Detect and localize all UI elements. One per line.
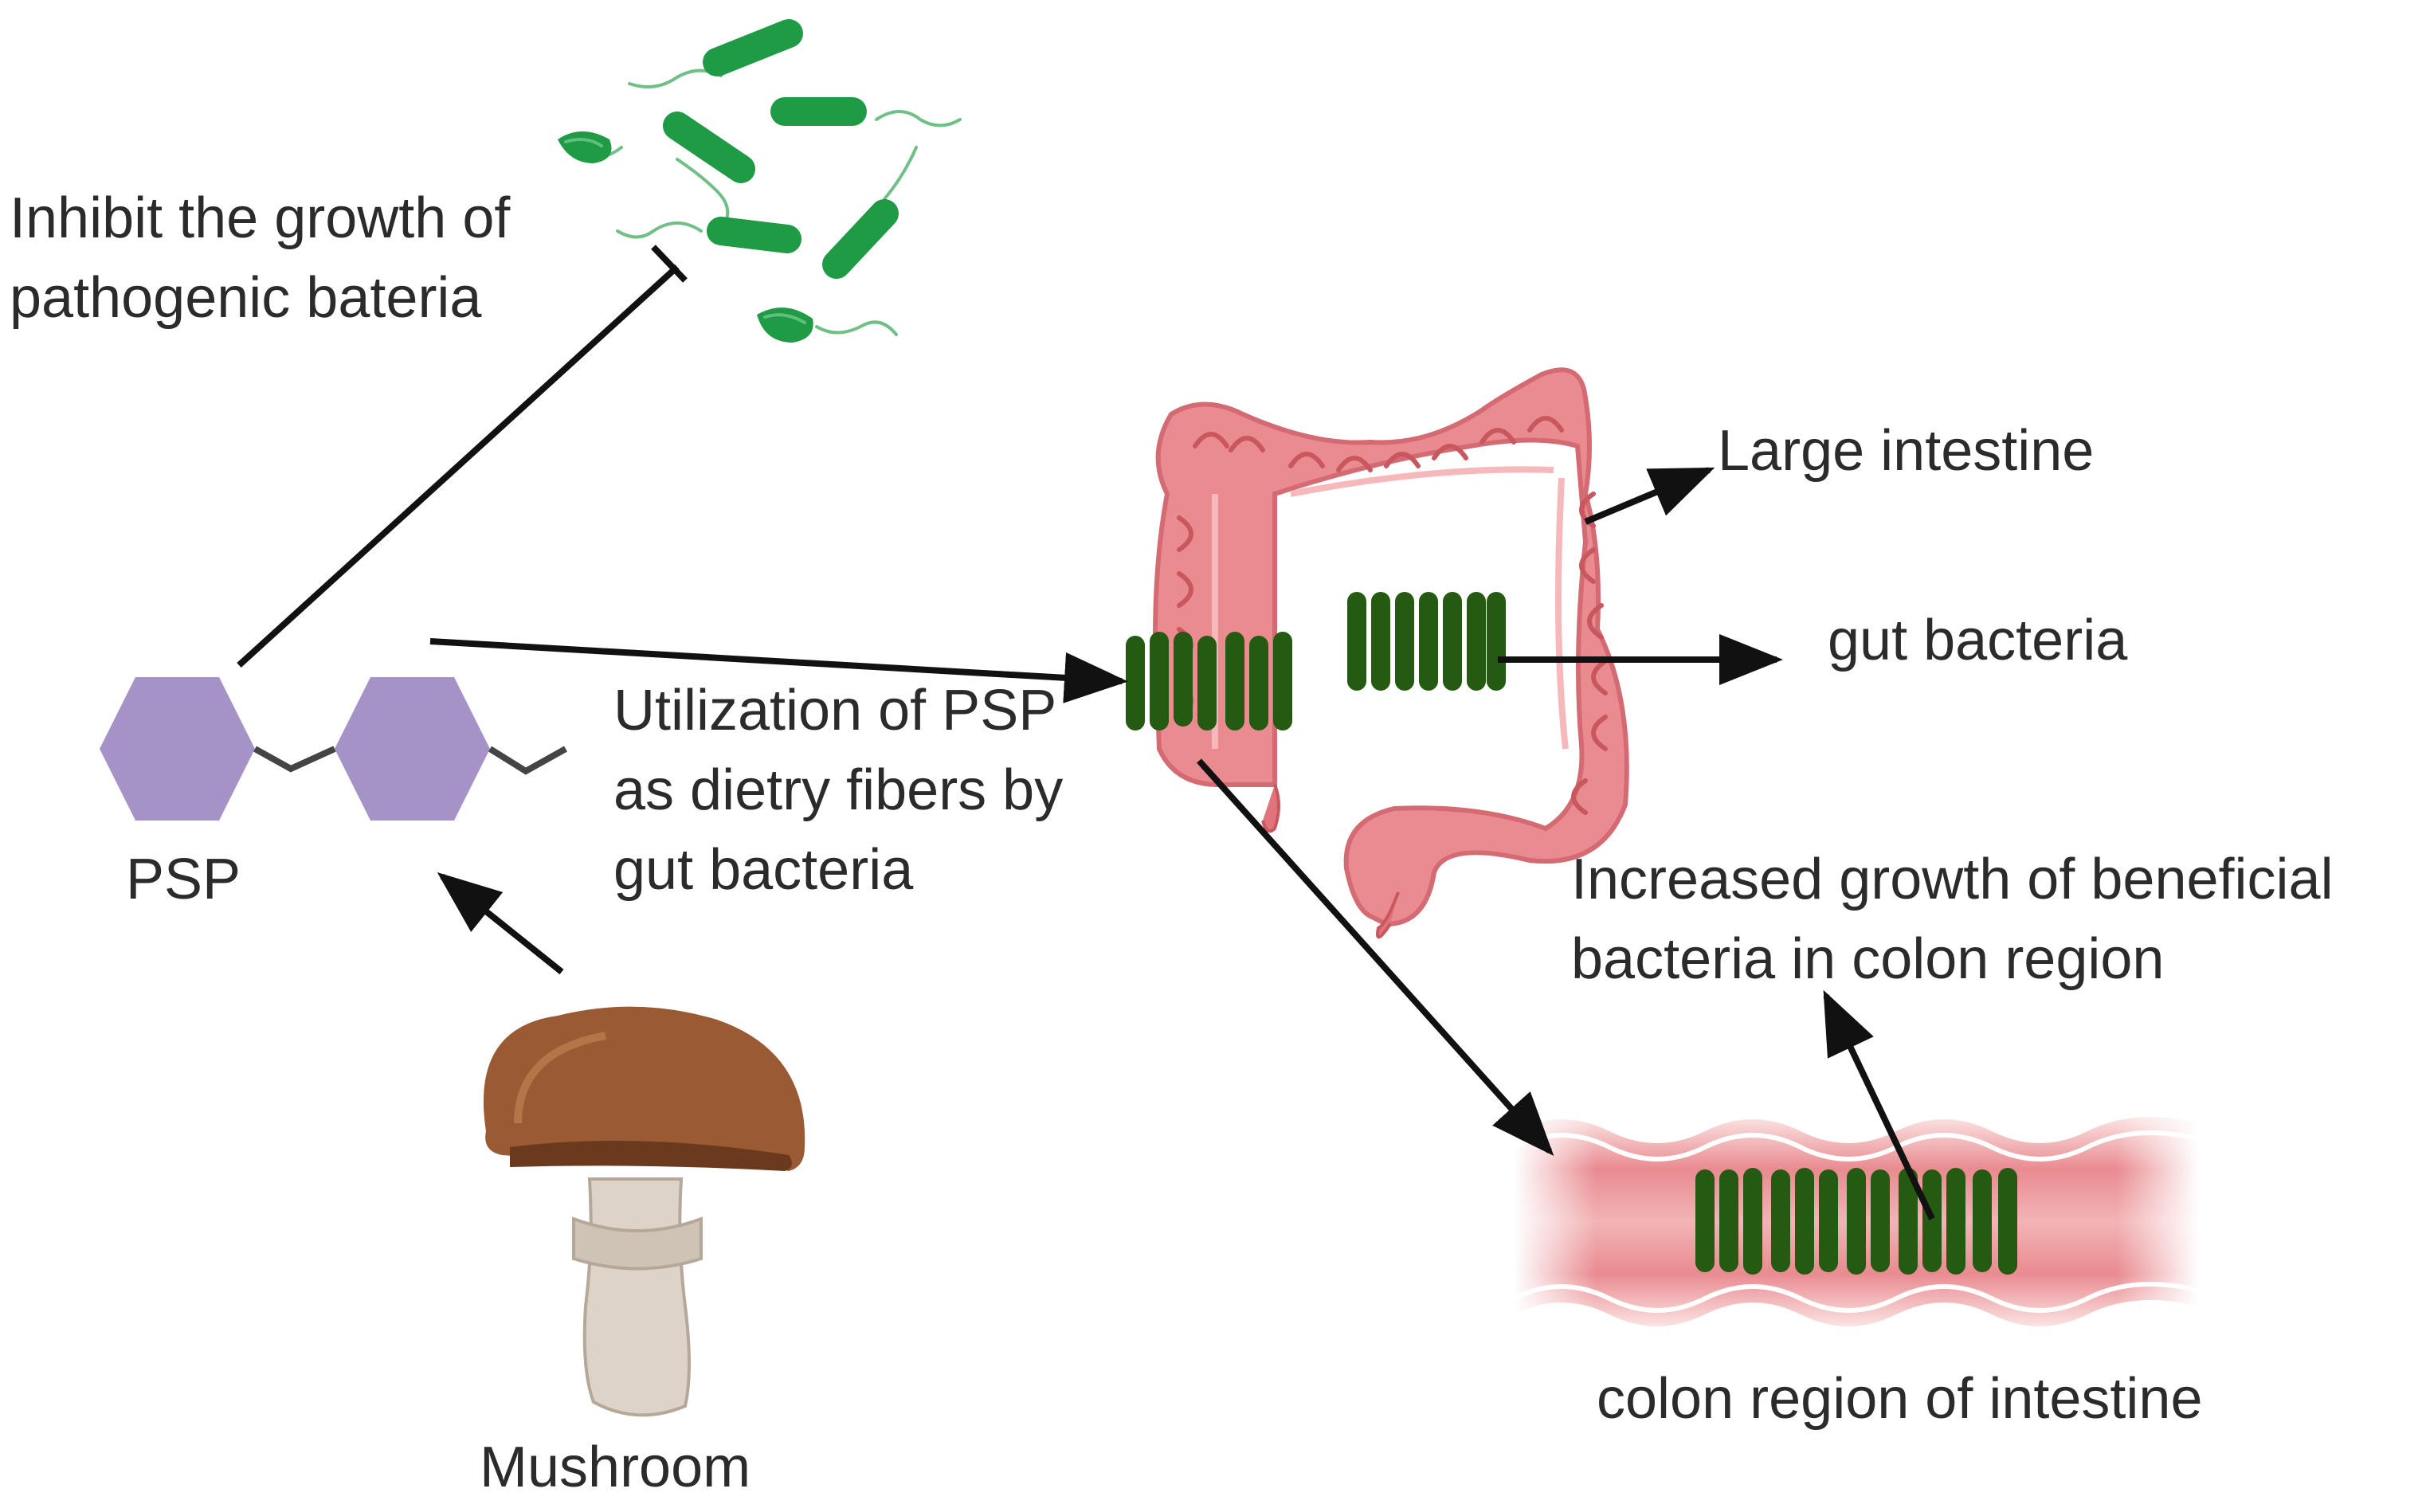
increased-growth-label: Increased growth of beneficial bacteria … [1571, 840, 2334, 999]
gut-bacteria-cluster-icon [1126, 632, 1292, 731]
gut-bacteria-cluster-icon [1695, 1168, 2017, 1275]
mushroom-to-psp-arrow [437, 872, 564, 975]
colon-to-label-arrow [1823, 989, 1935, 1220]
mushroom-icon [483, 1006, 805, 1417]
large-intestine-pointer [1584, 467, 1715, 525]
inhibit-label: Inhibit the growth of pathogenic bateria [10, 178, 510, 338]
mushroom-label: Mushroom [480, 1436, 751, 1499]
inhibition-bar [651, 245, 688, 283]
utilization-label: Utilization of PSP as dietry fibers by g… [613, 671, 1063, 910]
increased-growth-line2: bacteria in colon region [1571, 927, 2165, 991]
intestine-to-colon-arrow [1197, 758, 1554, 1156]
psp-label: PSP [126, 848, 241, 911]
gut-bacteria-label: gut bacteria [1828, 609, 2128, 672]
large-intestine-label: Large intestine [1718, 419, 2095, 483]
utilization-label-line1: Utilization of PSP [613, 679, 1057, 742]
inhibit-label-line2: pathogenic bateria [10, 266, 482, 330]
inhibition-arrow [237, 264, 680, 668]
utilization-label-line2: as dietry fibers by [613, 758, 1064, 822]
psp-hexagon-icon [100, 677, 567, 821]
connector-arrows [237, 245, 1935, 1220]
large-intestine-icon [1152, 367, 1629, 939]
utilization-label-line3: gut bacteria [613, 838, 914, 902]
colon-region-label: colon region of intestine [1597, 1367, 2203, 1431]
psp-to-intestine-arrow [429, 638, 1128, 703]
increased-growth-line1: Increased growth of beneficial [1571, 848, 2334, 911]
gut-bacteria-cluster-icon [1347, 592, 1506, 691]
pathogenic-bacteria-icon [558, 19, 962, 343]
inhibit-label-line1: Inhibit the growth of [10, 186, 511, 250]
